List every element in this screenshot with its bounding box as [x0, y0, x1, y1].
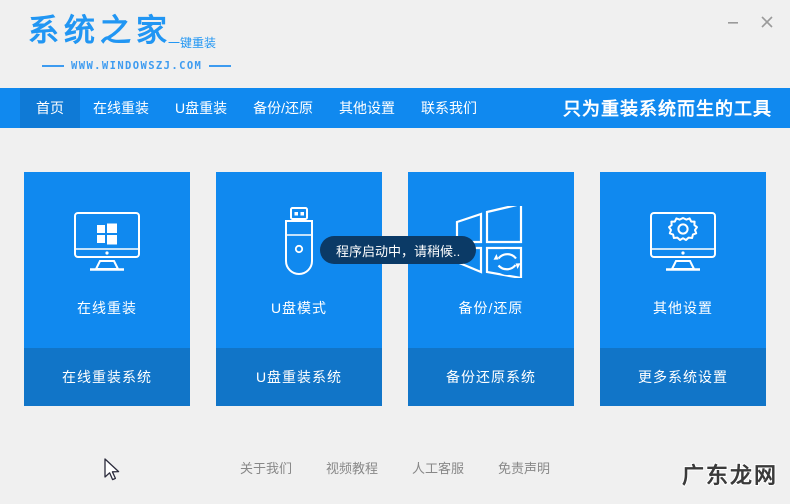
nav-tagline: 只为重装系统而生的工具 [563, 99, 772, 119]
usb-drive-icon [276, 196, 322, 288]
card-footer-action[interactable]: 在线重装系统 [24, 348, 190, 406]
logo-url-row: WWW.WINDOWSZJ.COM [42, 58, 262, 74]
card-body: 其他设置 [600, 172, 766, 348]
card-other-settings[interactable]: 其他设置 更多系统设置 [600, 172, 766, 406]
logo-dash-left-icon [42, 65, 64, 67]
minimize-icon [728, 22, 738, 24]
loading-toast: 程序启动中，请稍候.. [320, 236, 477, 264]
logo-title: 系统之家 [28, 13, 172, 48]
card-footer-action[interactable]: 更多系统设置 [600, 348, 766, 406]
footer-link-customer-service[interactable]: 人工客服 [412, 461, 465, 476]
logo-website-url: WWW.WINDOWSZJ.COM [71, 60, 203, 72]
monitor-windows-icon [70, 196, 144, 288]
watermark: 广东龙网 [681, 462, 778, 489]
nav-item-usb-reinstall[interactable]: U盘重装 [175, 100, 228, 116]
card-usb-mode[interactable]: U盘模式 U盘重装系统 [216, 172, 382, 406]
window-controls [718, 8, 782, 36]
feature-cards: 在线重装 在线重装系统 U盘模式 U盘重装系统 [24, 172, 768, 406]
nav-item-home[interactable]: 首页 [20, 88, 80, 128]
logo-dash-right-icon [209, 65, 232, 67]
footer-link-about-us[interactable]: 关于我们 [239, 461, 292, 476]
nav-item-other-settings[interactable]: 其他设置 [339, 100, 396, 116]
card-footer-action[interactable]: U盘重装系统 [216, 348, 382, 406]
app-logo: 系统之家 一键重装 WWW.WINDOWSZJ.COM [28, 12, 288, 78]
footer-links: 关于我们 视频教程 人工客服 免责声明 [0, 458, 790, 477]
close-button[interactable] [752, 8, 782, 36]
footer-link-disclaimer[interactable]: 免责声明 [498, 461, 551, 476]
card-label: 备份/还原 [458, 300, 524, 316]
footer-link-video-tutorial[interactable]: 视频教程 [325, 461, 378, 476]
main-navigation: 首页 在线重装 U盘重装 备份/还原 其他设置 联系我们 只为重装系统而生的工具 [0, 88, 790, 128]
card-label: U盘模式 [270, 300, 328, 316]
close-icon [761, 16, 773, 28]
card-footer-action[interactable]: 备份还原系统 [408, 348, 574, 406]
minimize-button[interactable] [718, 8, 748, 36]
card-label: 在线重装 [77, 300, 137, 316]
card-body: 在线重装 [24, 172, 190, 348]
card-label: 其他设置 [653, 300, 713, 316]
card-backup-restore[interactable]: 备份/还原 备份还原系统 [408, 172, 574, 406]
nav-item-backup-restore[interactable]: 备份/还原 [253, 100, 314, 116]
title-bar: 系统之家 一键重装 WWW.WINDOWSZJ.COM [0, 0, 790, 88]
nav-item-contact-us[interactable]: 联系我们 [421, 100, 478, 116]
logo-subtitle: 一键重装 [168, 36, 217, 50]
card-body: U盘模式 [216, 172, 382, 348]
monitor-gear-icon [646, 196, 720, 288]
nav-item-online-reinstall[interactable]: 在线重装 [93, 100, 149, 116]
card-online-reinstall[interactable]: 在线重装 在线重装系统 [24, 172, 190, 406]
nav-items: 首页 在线重装 U盘重装 备份/还原 其他设置 联系我们 [20, 88, 490, 128]
